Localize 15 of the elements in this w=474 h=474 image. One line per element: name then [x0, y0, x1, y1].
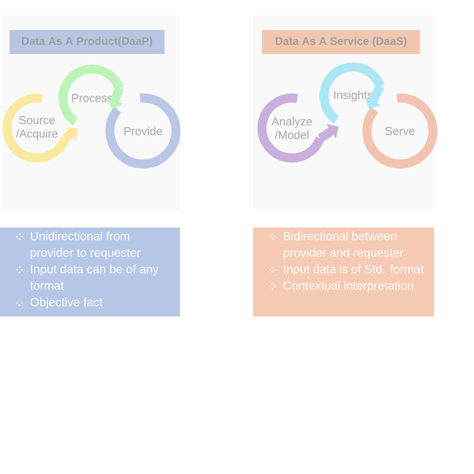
title-box: Data As A Product(DaaP): [10, 30, 164, 54]
cycle-label: Provide: [124, 126, 162, 136]
title-box: Data As A Service (DaaS): [262, 30, 420, 54]
bullet-text: Bidirectional between provider and requester: [284, 232, 404, 260]
info-box: [253, 228, 434, 316]
cycle-label: Serve: [386, 126, 414, 136]
bullet-text: Unidirectional from provider to requester: [30, 232, 140, 260]
arrow: [62, 127, 78, 142]
bullet-text: Input data can be of any format: [30, 264, 159, 290]
cycle-label: Analyze /Model: [272, 117, 312, 139]
bullet-text: Input data is of Std. format: [284, 264, 424, 276]
cycle-label: Source /Acquire: [16, 116, 58, 140]
info-box: [0, 228, 180, 316]
bullet-text: Objective fact: [30, 298, 103, 309]
bullet-text: Contextual interpretation: [284, 281, 413, 292]
